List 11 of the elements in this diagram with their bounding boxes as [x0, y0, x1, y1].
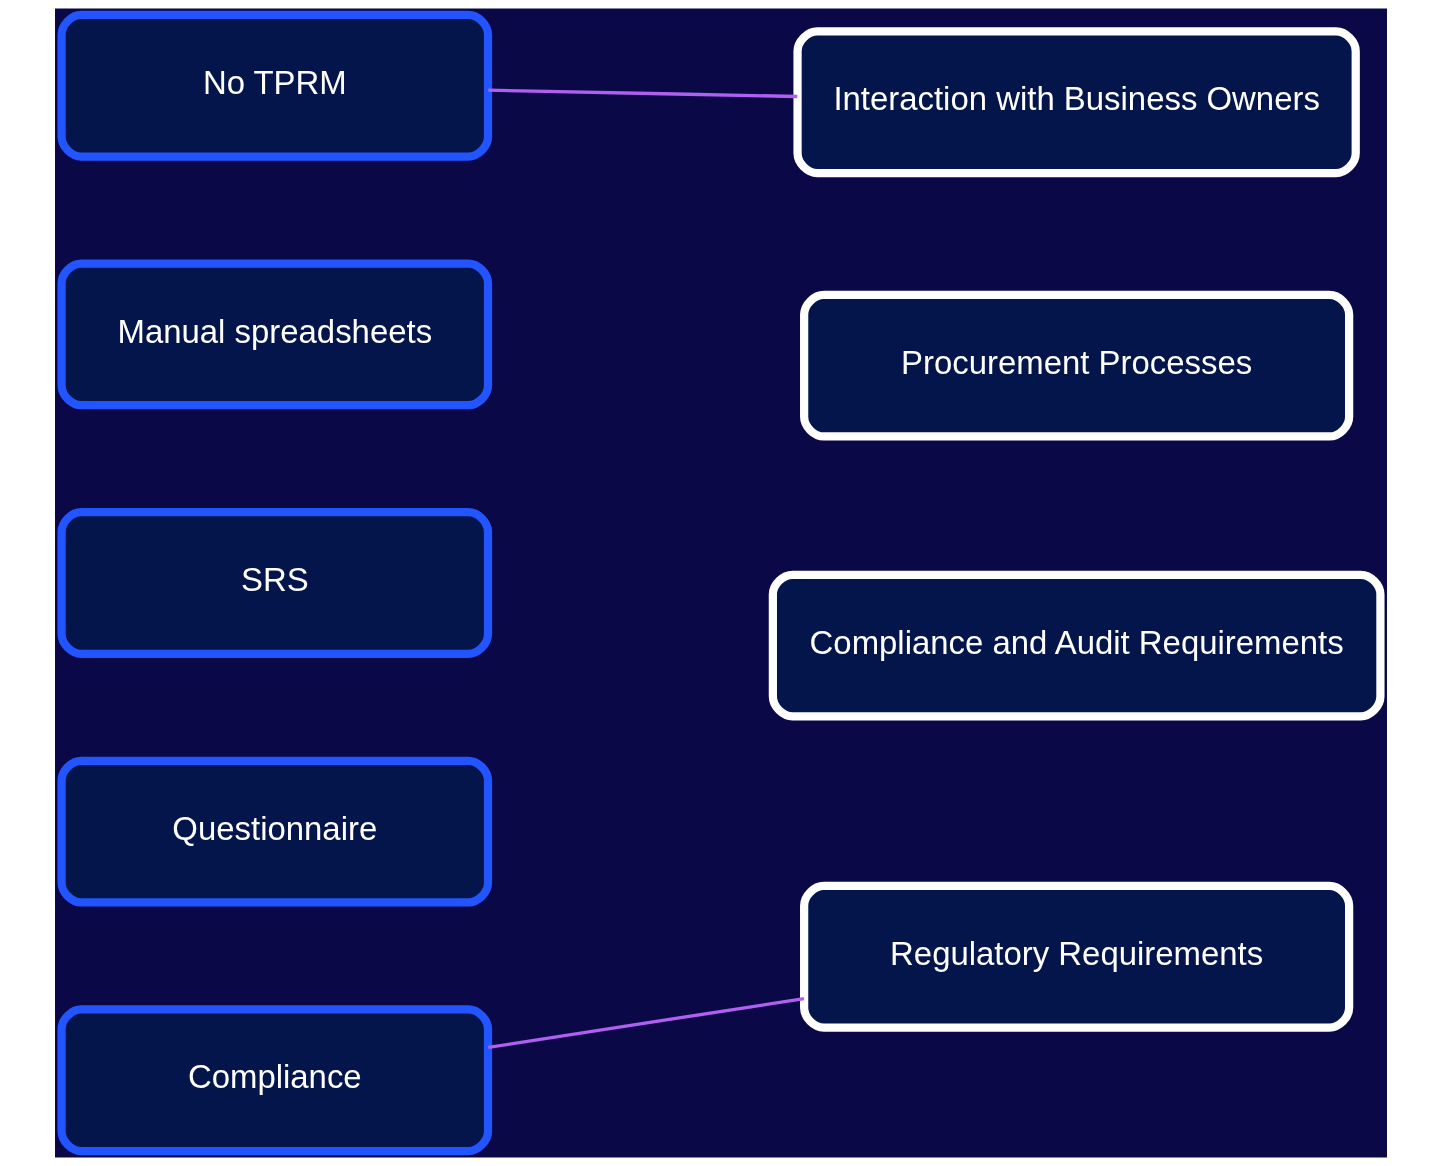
- node-box: No TPRM: [56, 10, 492, 161]
- connector: [487, 997, 804, 1050]
- node-box: Manual spreadsheets: [56, 259, 492, 410]
- node-box: Regulatory Requirements: [799, 881, 1353, 1032]
- node-box: Interaction with Business Owners: [792, 27, 1360, 178]
- node-box: Compliance and Audit Requirements: [768, 570, 1385, 721]
- node-box: Procurement Processes: [799, 290, 1353, 441]
- node-box: Questionnaire: [56, 756, 492, 907]
- connector: [487, 88, 797, 99]
- node-box: Compliance: [56, 1005, 492, 1156]
- node-box: SRS: [56, 508, 492, 658]
